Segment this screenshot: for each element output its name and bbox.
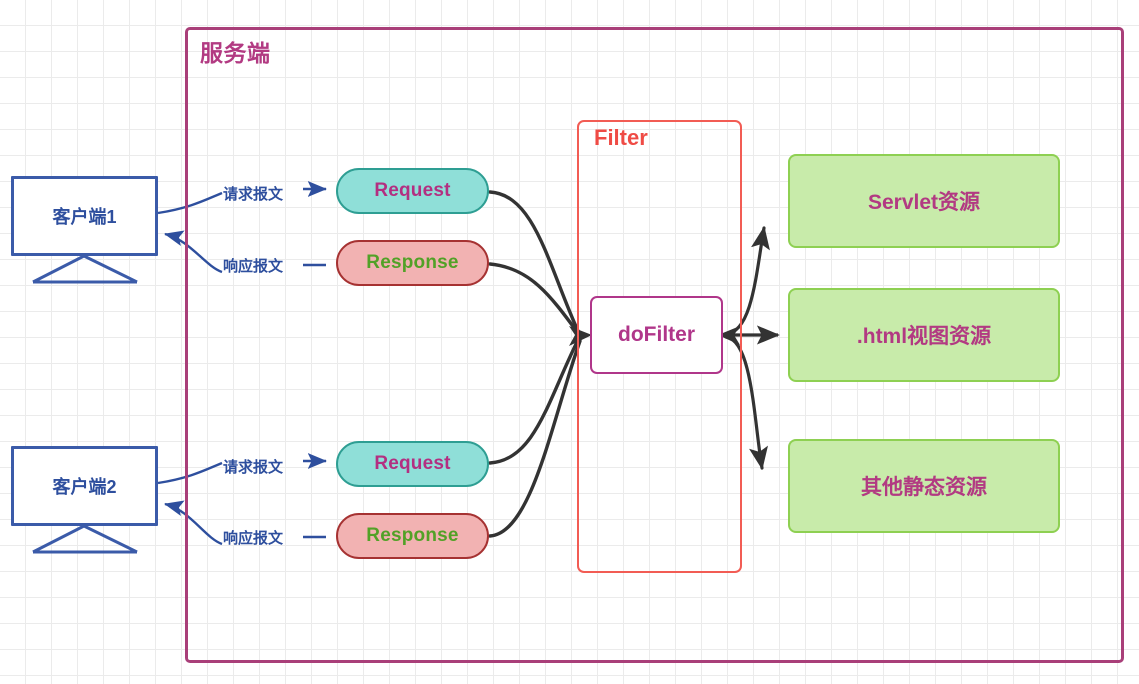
resource-node-static[interactable]: 其他静态资源 — [788, 439, 1060, 533]
request-node-1[interactable]: Request — [336, 168, 489, 214]
dofilter-node[interactable]: doFilter — [590, 296, 723, 374]
server-container — [185, 27, 1124, 663]
filter-container-label: Filter — [594, 125, 648, 150]
filter-container — [577, 120, 742, 573]
client2-request-label: 请求报文 — [223, 459, 284, 476]
client1-stand-icon — [32, 254, 138, 284]
client-2-node[interactable]: 客户端2 — [11, 446, 158, 526]
client2-stand-icon — [32, 524, 138, 554]
server-container-label: 服务端 — [200, 40, 271, 66]
request-node-2[interactable]: Request — [336, 441, 489, 487]
resource-node-servlet[interactable]: Servlet资源 — [788, 154, 1060, 248]
client-1-node[interactable]: 客户端1 — [11, 176, 158, 256]
response-node-2[interactable]: Response — [336, 513, 489, 559]
client1-request-label: 请求报文 — [223, 186, 284, 203]
client1-response-label: 响应报文 — [223, 258, 284, 275]
client2-response-label: 响应报文 — [223, 530, 284, 547]
resource-node-html-view[interactable]: .html视图资源 — [788, 288, 1060, 382]
response-node-1[interactable]: Response — [336, 240, 489, 286]
